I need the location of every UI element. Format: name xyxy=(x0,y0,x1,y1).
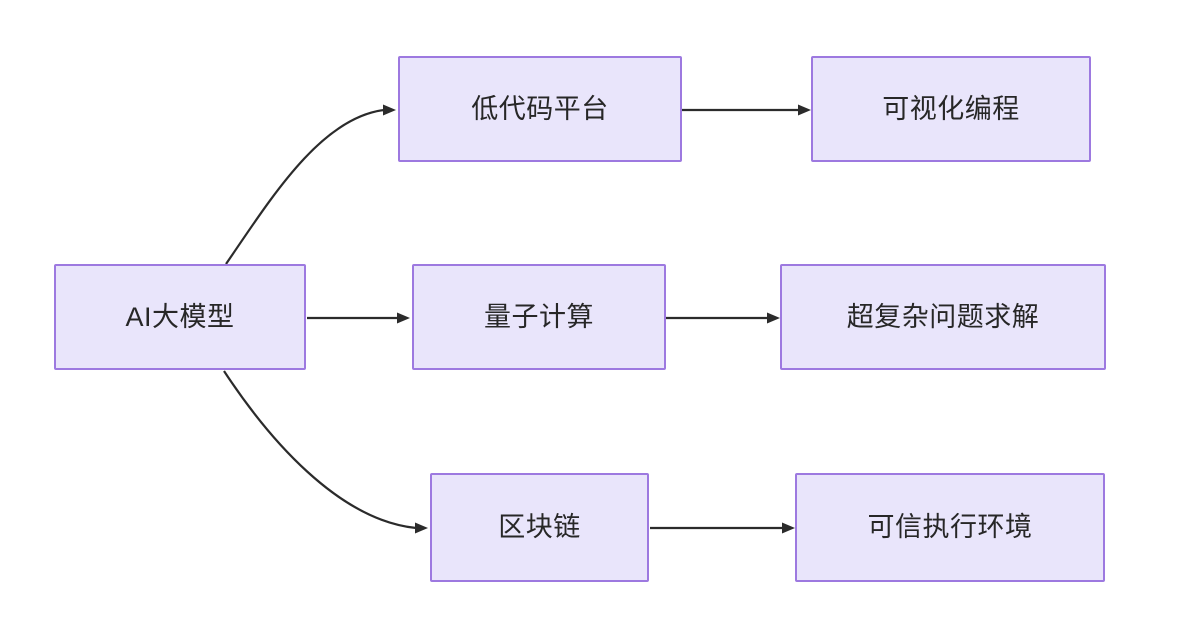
edge-low-code-to-visual-programming xyxy=(682,104,811,116)
node-trusted-execution[interactable]: 可信执行环境 xyxy=(795,473,1105,582)
node-label: 区块链 xyxy=(498,512,581,542)
edge-ai-model-to-blockchain xyxy=(223,370,428,534)
arrowhead-icon xyxy=(782,522,795,534)
node-label: 量子计算 xyxy=(484,301,594,332)
edge-ai-model-to-quantum-computing xyxy=(307,312,410,324)
arrowhead-icon xyxy=(415,522,428,534)
node-label: 可信执行环境 xyxy=(867,512,1033,542)
arrowhead-icon xyxy=(798,104,811,116)
node-ai-model[interactable]: AI大模型 xyxy=(54,264,306,370)
edge-blockchain-to-trusted-execution xyxy=(650,522,795,534)
node-label: 低代码平台 xyxy=(471,93,609,124)
edge-ai-model-to-low-code xyxy=(225,104,396,265)
edge-quantum-computing-to-complex-problem-solving xyxy=(666,312,780,324)
arrowhead-icon xyxy=(383,104,396,116)
node-quantum-computing[interactable]: 量子计算 xyxy=(412,264,666,370)
arrowhead-icon xyxy=(397,312,410,324)
node-label: AI大模型 xyxy=(125,301,235,332)
node-blockchain[interactable]: 区块链 xyxy=(430,473,649,582)
node-label: 可视化编程 xyxy=(882,93,1020,124)
edge-line xyxy=(223,370,417,530)
edge-line xyxy=(225,108,385,265)
node-low-code[interactable]: 低代码平台 xyxy=(398,56,682,162)
node-label: 超复杂问题求解 xyxy=(846,301,1040,332)
node-visual-programming[interactable]: 可视化编程 xyxy=(811,56,1091,162)
arrowhead-icon xyxy=(767,312,780,324)
node-complex-problem-solving[interactable]: 超复杂问题求解 xyxy=(780,264,1106,370)
